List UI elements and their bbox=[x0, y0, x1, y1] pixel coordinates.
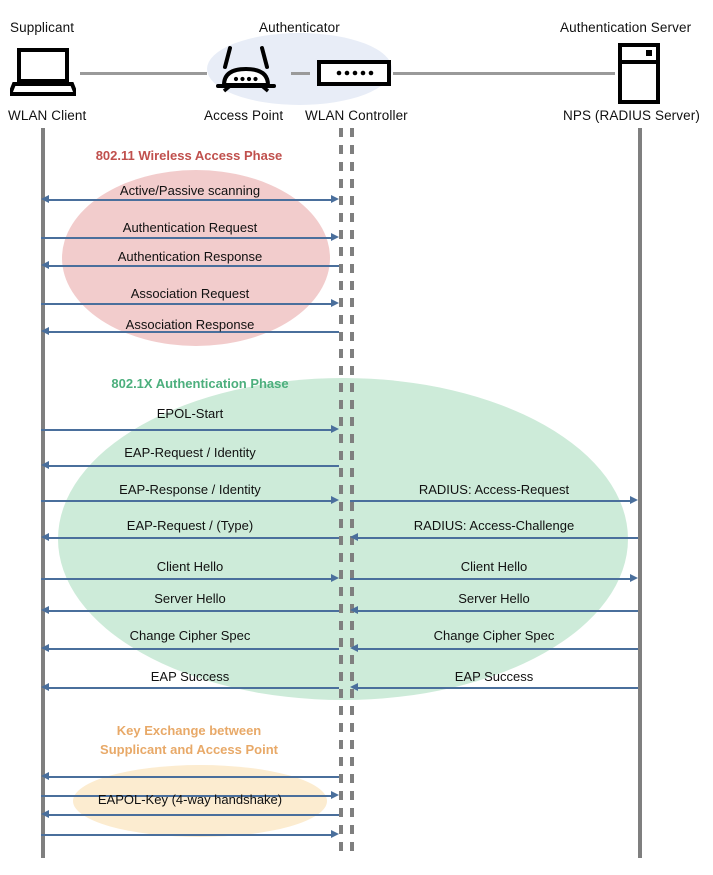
message-label-eap-response-identity: EAP-Response / Identity bbox=[119, 482, 261, 497]
message-label-radius-access-challenge: RADIUS: Access-Challenge bbox=[413, 518, 575, 533]
arrow-line-client-hello-left bbox=[41, 578, 333, 580]
role-title-supplicant: Supplicant bbox=[10, 20, 75, 35]
arrow-head-right-authentication-request bbox=[331, 233, 339, 242]
arrow-head-left-server-hello-right bbox=[350, 606, 358, 615]
arrow-head-right-active-passive-scanning bbox=[331, 195, 339, 204]
message-label-client-hello-right: Client Hello bbox=[460, 559, 528, 574]
arrow-line-eap-response-identity bbox=[41, 500, 333, 502]
wire-client-to-ap bbox=[80, 72, 207, 75]
wireless-router-icon bbox=[216, 45, 276, 95]
message-label-eapol-key-2: EAPOL-Key (4-way handshake) bbox=[97, 792, 283, 807]
message-label-change-cipher-spec-left: Change Cipher Spec bbox=[129, 628, 251, 643]
arrow-head-left-change-cipher-spec-right bbox=[350, 644, 358, 653]
arrow-line-epol-start bbox=[41, 429, 333, 431]
role-title-auth-server: Authentication Server bbox=[560, 20, 692, 35]
message-label-radius-access-request: RADIUS: Access-Request bbox=[418, 482, 570, 497]
arrow-line-eapol-key-3 bbox=[47, 814, 339, 816]
arrow-line-server-hello-left bbox=[47, 610, 339, 612]
node-label-nps-radius-server: NPS (RADIUS Server) bbox=[563, 108, 700, 123]
arrow-head-right-epol-start bbox=[331, 425, 339, 434]
arrow-line-authentication-request bbox=[41, 237, 333, 239]
lifeline-wlan-controller bbox=[350, 128, 354, 858]
message-label-eap-success-left: EAP Success bbox=[150, 669, 230, 684]
node-label-wlan-client: WLAN Client bbox=[8, 108, 87, 123]
arrow-line-eap-success-left bbox=[47, 687, 339, 689]
arrow-head-right-eapol-key-2 bbox=[331, 791, 339, 800]
arrow-line-association-response bbox=[47, 331, 339, 333]
wire-ap-to-controller bbox=[291, 72, 310, 75]
arrow-line-eap-request-type bbox=[47, 537, 339, 539]
arrow-line-eapol-key-2 bbox=[41, 795, 333, 797]
arrow-head-right-client-hello-right bbox=[630, 574, 638, 583]
phase-ellipse-dot1x-auth bbox=[58, 378, 628, 700]
lifeline-access-point bbox=[339, 128, 343, 858]
phase-caption-key-exchange: Key Exchange between Supplicant and Acce… bbox=[100, 723, 278, 757]
arrow-line-change-cipher-spec-left bbox=[47, 648, 339, 650]
arrow-line-server-hello-right bbox=[356, 610, 638, 612]
arrow-line-eapol-key-4 bbox=[41, 834, 333, 836]
phase-caption-wireless-access: 802.11 Wireless Access Phase bbox=[95, 148, 283, 163]
arrow-head-right-association-request bbox=[331, 299, 339, 308]
message-label-authentication-response: Authentication Response bbox=[117, 249, 263, 264]
message-label-server-hello-left: Server Hello bbox=[154, 591, 226, 606]
message-label-client-hello-left: Client Hello bbox=[156, 559, 224, 574]
arrow-line-eap-success-right bbox=[356, 687, 638, 689]
node-label-access-point: Access Point bbox=[204, 108, 284, 123]
node-label-wlan-controller: WLAN Controller bbox=[305, 108, 408, 123]
arrow-head-left-radius-access-challenge bbox=[350, 533, 358, 542]
arrow-head-left-eap-success-right bbox=[350, 683, 358, 692]
arrow-head-left-change-cipher-spec-left bbox=[41, 644, 49, 653]
arrow-head-left-eap-request-type bbox=[41, 533, 49, 542]
message-label-epol-start: EPOL-Start bbox=[156, 406, 224, 421]
role-title-authenticator: Authenticator bbox=[259, 20, 340, 35]
arrow-head-left-association-response bbox=[41, 327, 49, 336]
arrow-line-association-request bbox=[41, 303, 333, 305]
arrow-line-radius-access-request bbox=[350, 500, 632, 502]
lifeline-auth-server bbox=[638, 128, 642, 858]
wire-controller-to-server bbox=[393, 72, 615, 75]
message-label-eap-success-right: EAP Success bbox=[454, 669, 534, 684]
arrow-line-client-hello-right bbox=[350, 578, 632, 580]
arrow-head-right-eap-response-identity bbox=[331, 496, 339, 505]
arrow-line-eap-request-identity bbox=[47, 465, 339, 467]
arrow-line-eapol-key-1 bbox=[47, 776, 339, 778]
arrow-head-left-eapol-key-3 bbox=[41, 810, 49, 819]
arrow-line-authentication-response bbox=[47, 265, 339, 267]
arrow-head-left-authentication-response bbox=[41, 261, 49, 270]
server-rack-icon bbox=[618, 43, 660, 104]
arrow-head-right-radius-access-request bbox=[630, 496, 638, 505]
message-label-association-request: Association Request bbox=[130, 286, 250, 301]
arrow-head-right-client-hello-left bbox=[331, 574, 339, 583]
arrow-head-left-server-hello-left bbox=[41, 606, 49, 615]
message-label-association-response: Association Response bbox=[125, 317, 255, 332]
message-label-active-passive-scanning: Active/Passive scanning bbox=[119, 183, 261, 198]
arrow-head-left-eap-request-identity bbox=[41, 461, 49, 470]
arrow-line-radius-access-challenge bbox=[356, 537, 638, 539]
lifeline-supplicant bbox=[41, 128, 45, 858]
arrow-line-change-cipher-spec-right bbox=[356, 648, 638, 650]
message-label-eap-request-identity: EAP-Request / Identity bbox=[124, 445, 256, 460]
message-label-server-hello-right: Server Hello bbox=[458, 591, 530, 606]
message-label-authentication-request: Authentication Request bbox=[122, 220, 258, 235]
arrow-head-left-eapol-key-1 bbox=[41, 772, 49, 781]
arrow-head-left-eap-success-left bbox=[41, 683, 49, 692]
phase-caption-dot1x-auth: 802.1X Authentication Phase bbox=[111, 376, 289, 391]
message-label-change-cipher-spec-right: Change Cipher Spec bbox=[433, 628, 555, 643]
laptop-icon bbox=[10, 48, 76, 96]
network-switch-icon bbox=[317, 60, 391, 86]
message-label-eap-request-type: EAP-Request / (Type) bbox=[126, 518, 254, 533]
arrow-line-active-passive-scanning bbox=[47, 199, 333, 201]
arrow-head-left-active-passive-scanning bbox=[41, 195, 49, 204]
arrow-head-right-eapol-key-4 bbox=[331, 830, 339, 839]
